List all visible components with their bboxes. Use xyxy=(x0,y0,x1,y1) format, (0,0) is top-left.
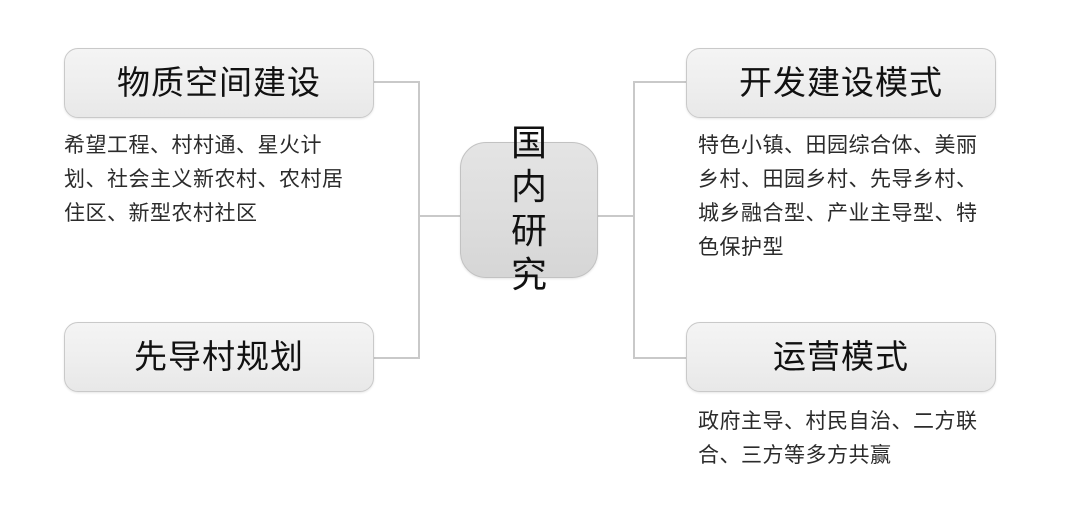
node-branch-top-left[interactable]: 物质空间建设 xyxy=(64,48,374,118)
node-branch-bottom-right[interactable]: 运营模式 xyxy=(686,322,996,392)
caption-bottom-right: 政府主导、村民自治、二方联合、三方等多方共赢 xyxy=(698,409,978,467)
node-center-line2: 研究 xyxy=(511,211,550,296)
caption-top-left: 希望工程、村村通、星火计划、社会主义新农村、农村居住区、新型农村社区 xyxy=(64,133,344,225)
node-branch-top-right[interactable]: 开发建设模式 xyxy=(686,48,996,118)
node-center[interactable]: 国内 研究 xyxy=(460,123,598,296)
node-center-line1: 国内 xyxy=(511,123,550,209)
caption-top-right: 特色小镇、田园综合体、美丽乡村、田园乡村、先导乡村、城乡融合型、产业主导型、特色… xyxy=(698,133,978,259)
node-branch-bottom-left[interactable]: 先导村规划 xyxy=(64,322,374,392)
node-center-text: 国内 研究 xyxy=(511,122,547,298)
